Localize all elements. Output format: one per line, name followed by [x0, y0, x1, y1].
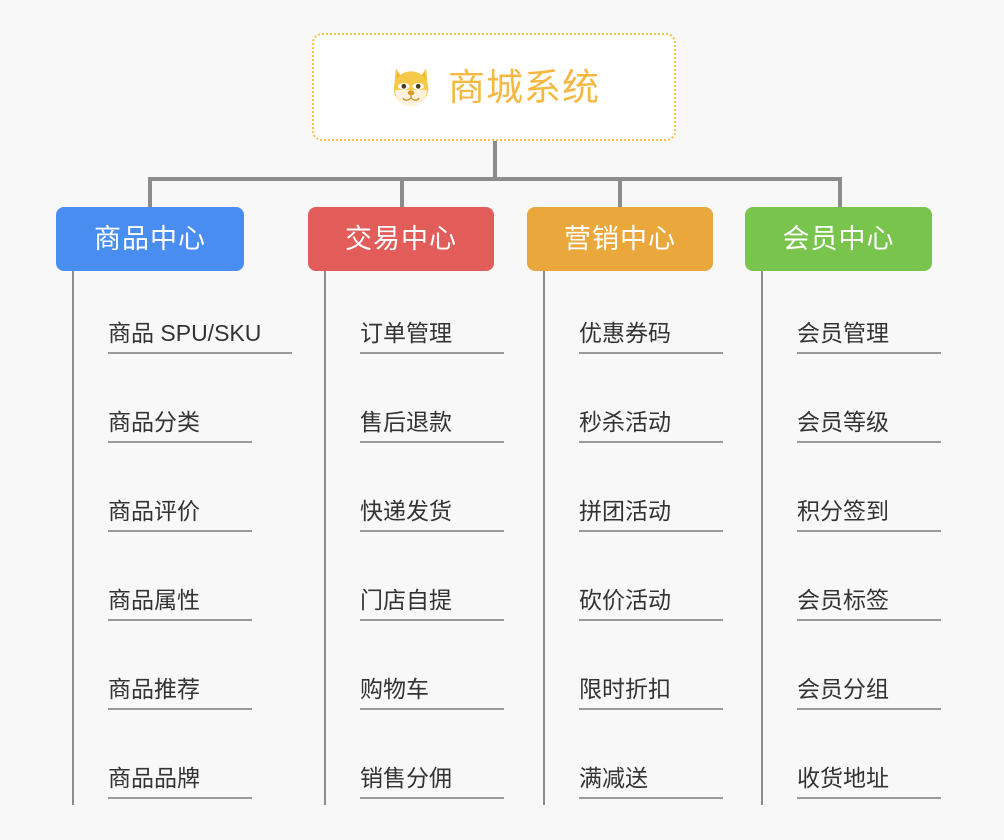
- list-item-label: 积分签到: [797, 500, 941, 532]
- list-item[interactable]: 积分签到: [763, 449, 941, 538]
- column-header-1[interactable]: 交易中心: [308, 207, 494, 271]
- list-item-label: 购物车: [360, 678, 504, 710]
- column-header-3[interactable]: 会员中心: [745, 207, 932, 271]
- branch-list-2: 优惠券码 秒杀活动 拼团活动 砍价活动 限时折扣 满减送: [543, 271, 723, 805]
- column-product-center: 商品中心 商品 SPU/SKU 商品分类 商品评价 商品属性 商品推荐 商品品牌: [56, 207, 292, 805]
- connector-drop-2: [400, 177, 404, 209]
- list-item[interactable]: 商品品牌: [74, 716, 292, 805]
- list-item[interactable]: 会员等级: [763, 360, 941, 449]
- column-marketing-center: 营销中心 优惠券码 秒杀活动 拼团活动 砍价活动 限时折扣 满减送: [527, 207, 723, 805]
- list-item-label: 快递发货: [360, 500, 504, 532]
- list-item[interactable]: 拼团活动: [545, 449, 723, 538]
- list-item[interactable]: 购物车: [326, 627, 504, 716]
- list-item[interactable]: 商品属性: [74, 538, 292, 627]
- list-item[interactable]: 销售分佣: [326, 716, 504, 805]
- list-item-label: 会员等级: [797, 411, 941, 443]
- column-header-label: 交易中心: [345, 223, 457, 254]
- root-title: 商城系统: [448, 66, 600, 108]
- column-member-center: 会员中心 会员管理 会员等级 积分签到 会员标签 会员分组 收货地址: [745, 207, 941, 805]
- list-item-label: 商品 SPU/SKU: [108, 322, 292, 354]
- list-item[interactable]: 门店自提: [326, 538, 504, 627]
- list-item-label: 满减送: [579, 767, 723, 799]
- list-item-label: 商品推荐: [108, 678, 252, 710]
- list-item-label: 会员分组: [797, 678, 941, 710]
- list-item-label: 会员管理: [797, 322, 941, 354]
- list-item-label: 拼团活动: [579, 500, 723, 532]
- column-header-label: 营销中心: [564, 223, 676, 254]
- branch-list-0: 商品 SPU/SKU 商品分类 商品评价 商品属性 商品推荐 商品品牌: [72, 271, 292, 805]
- connector-drop-3: [618, 177, 622, 209]
- connector-root-vertical: [493, 141, 497, 180]
- list-item-label: 秒杀活动: [579, 411, 723, 443]
- connector-drop-4: [838, 177, 842, 209]
- column-trade-center: 交易中心 订单管理 售后退款 快递发货 门店自提 购物车 销售分佣: [308, 207, 504, 805]
- list-item[interactable]: 售后退款: [326, 360, 504, 449]
- list-item[interactable]: 快递发货: [326, 449, 504, 538]
- list-item[interactable]: 砍价活动: [545, 538, 723, 627]
- list-item[interactable]: 商品分类: [74, 360, 292, 449]
- list-item[interactable]: 会员分组: [763, 627, 941, 716]
- list-item-label: 商品品牌: [108, 767, 252, 799]
- branch-list-3: 会员管理 会员等级 积分签到 会员标签 会员分组 收货地址: [761, 271, 941, 805]
- list-item-label: 砍价活动: [579, 589, 723, 621]
- list-item-label: 优惠券码: [579, 322, 723, 354]
- branch-list-1: 订单管理 售后退款 快递发货 门店自提 购物车 销售分佣: [324, 271, 504, 805]
- list-item[interactable]: 商品 SPU/SKU: [74, 271, 292, 360]
- list-item-label: 收货地址: [797, 767, 941, 799]
- list-item-label: 会员标签: [797, 589, 941, 621]
- list-item[interactable]: 收货地址: [763, 716, 941, 805]
- list-item-label: 限时折扣: [579, 678, 723, 710]
- column-header-label: 商品中心: [94, 223, 206, 254]
- list-item-label: 售后退款: [360, 411, 504, 443]
- list-item[interactable]: 满减送: [545, 716, 723, 805]
- list-item[interactable]: 会员管理: [763, 271, 941, 360]
- column-header-label: 会员中心: [782, 223, 895, 254]
- connector-drop-1: [148, 177, 152, 209]
- root-node[interactable]: 商城系统: [312, 33, 676, 141]
- list-item-label: 商品评价: [108, 500, 252, 532]
- list-item[interactable]: 优惠券码: [545, 271, 723, 360]
- list-item[interactable]: 商品评价: [74, 449, 292, 538]
- list-item-label: 销售分佣: [360, 767, 504, 799]
- list-item[interactable]: 限时折扣: [545, 627, 723, 716]
- list-item-label: 门店自提: [360, 589, 504, 621]
- dog-face-icon: [393, 68, 429, 108]
- list-item[interactable]: 订单管理: [326, 271, 504, 360]
- list-item-label: 订单管理: [360, 322, 504, 354]
- list-item-label: 商品分类: [108, 411, 252, 443]
- list-item[interactable]: 秒杀活动: [545, 360, 723, 449]
- column-header-2[interactable]: 营销中心: [527, 207, 713, 271]
- list-item[interactable]: 商品推荐: [74, 627, 292, 716]
- column-header-0[interactable]: 商品中心: [56, 207, 244, 271]
- list-item-label: 商品属性: [108, 589, 252, 621]
- connector-horizontal-bus: [148, 177, 842, 181]
- list-item[interactable]: 会员标签: [763, 538, 941, 627]
